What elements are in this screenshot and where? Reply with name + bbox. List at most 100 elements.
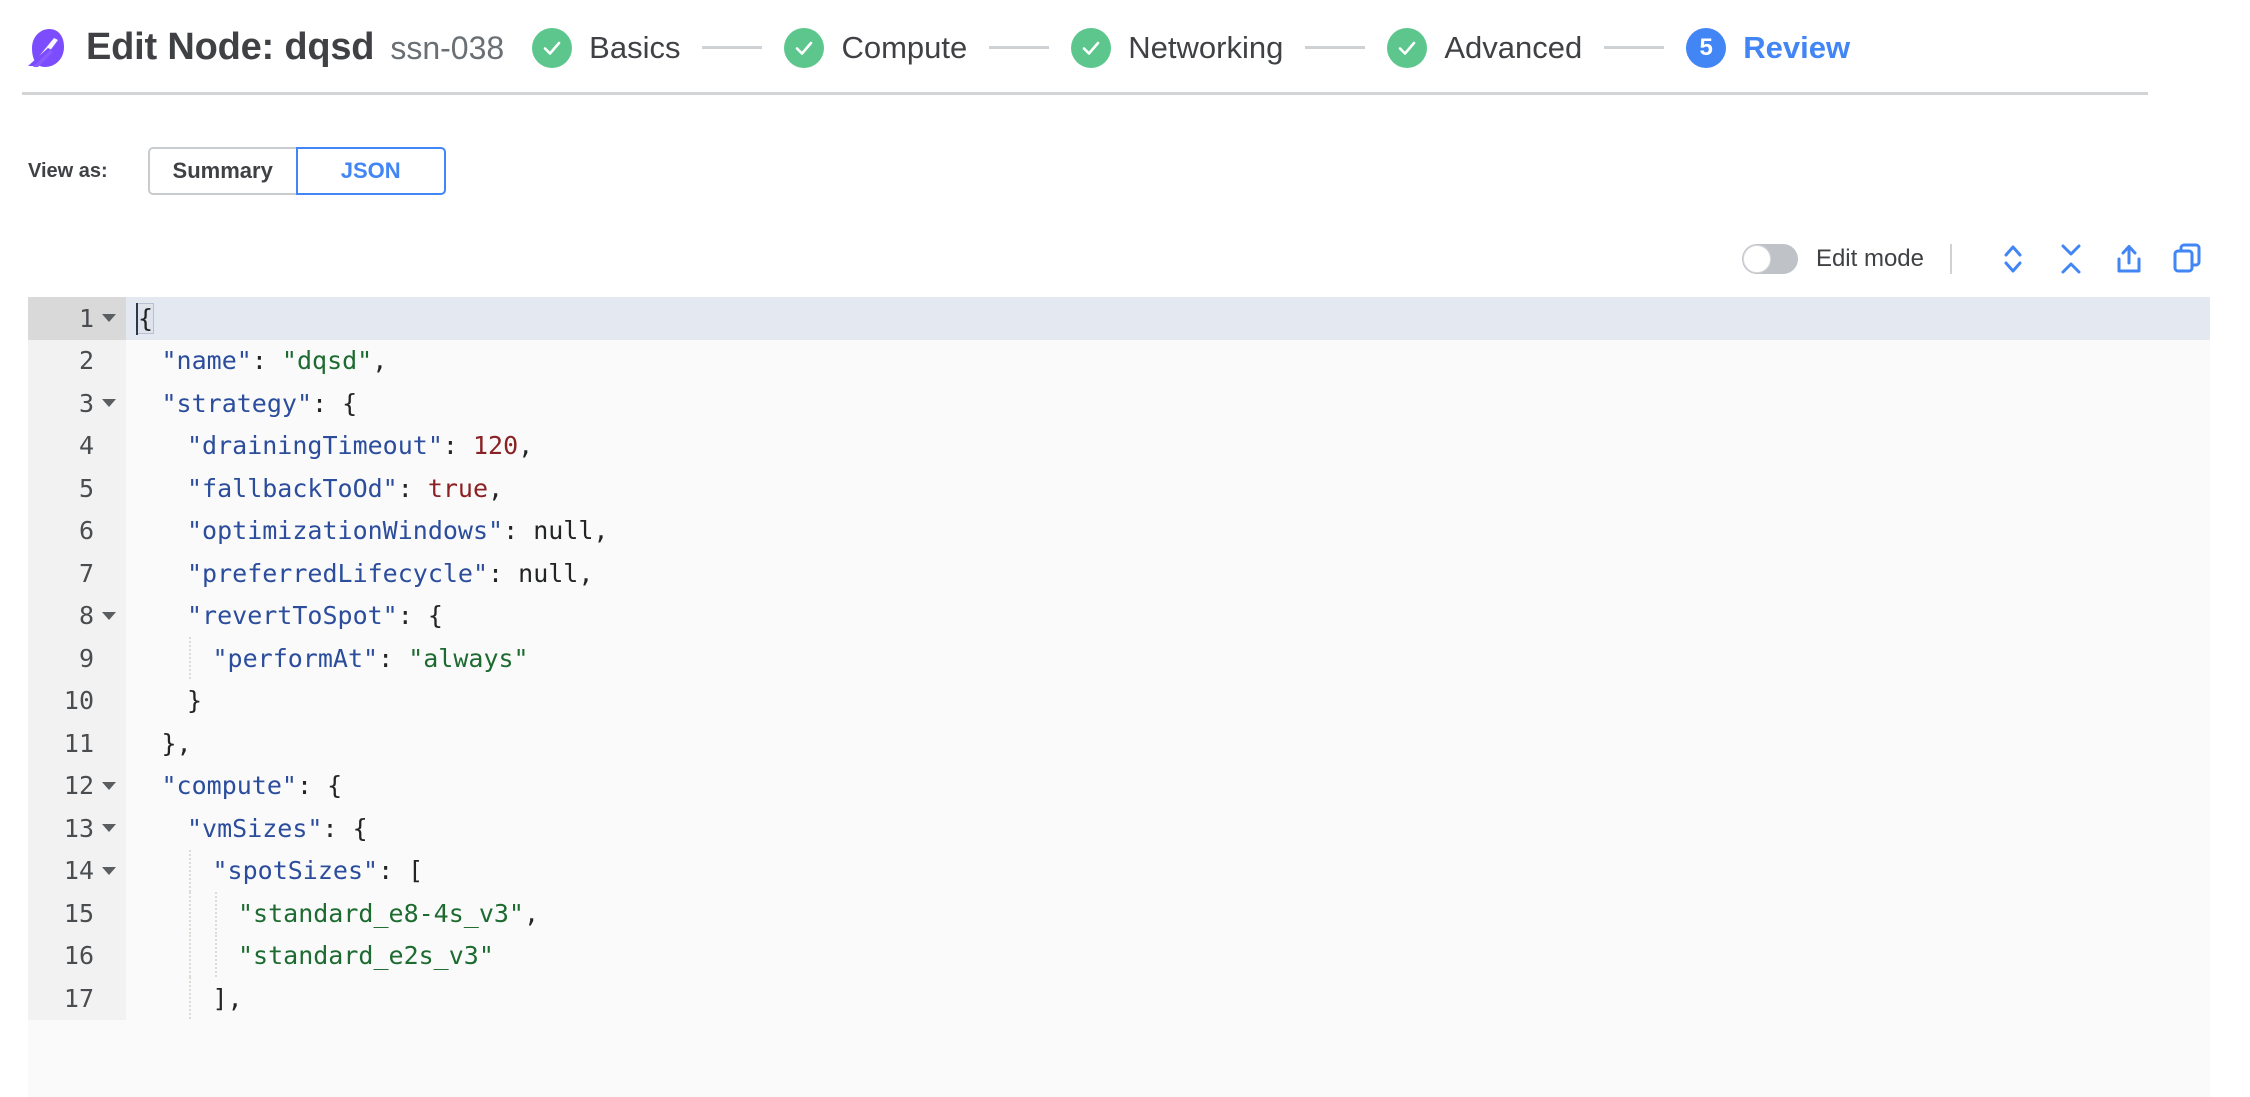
line-number: 4 <box>78 431 94 461</box>
view-as-segmented-control: Summary JSON <box>147 147 446 195</box>
code-text[interactable]: }, <box>126 722 2210 765</box>
code-line[interactable]: 1{ <box>28 297 2210 340</box>
code-token: null <box>533 516 594 546</box>
code-line[interactable]: 5"fallbackToOd": true, <box>28 467 2210 510</box>
code-token: "optimizationWindows" <box>187 516 504 546</box>
line-number: 11 <box>63 728 94 758</box>
code-line[interactable]: 15"standard_e8-4s_v3", <box>28 892 2210 935</box>
code-text[interactable]: } <box>126 680 2210 723</box>
line-number-gutter: 1 <box>28 297 126 340</box>
code-line[interactable]: 12"compute": { <box>28 764 2210 808</box>
code-text[interactable]: ], <box>126 977 2210 1020</box>
step-compute[interactable]: Compute <box>784 27 967 68</box>
code-line[interactable]: 7"preferredLifecycle": null, <box>28 552 2210 595</box>
line-number: 8 <box>78 601 94 631</box>
code-line[interactable]: 13"vmSizes": { <box>28 807 2210 850</box>
copy-icon[interactable] <box>2164 239 2210 279</box>
view-as-json-button[interactable]: JSON <box>295 147 446 195</box>
code-text[interactable]: "vmSizes": { <box>126 807 2210 850</box>
view-as-label: View as: <box>28 159 108 182</box>
code-token: "revertToSpot" <box>187 601 398 631</box>
code-line[interactable]: 9"performAt": "always" <box>28 637 2210 680</box>
code-text[interactable]: "standard_e2s_v3" <box>126 934 2210 978</box>
indent-unit <box>213 892 239 935</box>
edit-mode-toggle-knob <box>1742 245 1771 273</box>
indent-unit <box>187 637 213 680</box>
code-line[interactable]: 14 "spotSizes": [ <box>28 849 2210 893</box>
step-networking[interactable]: Networking <box>1071 27 1284 68</box>
code-line[interactable]: 6"optimizationWindows": null, <box>28 509 2210 553</box>
code-text[interactable]: { <box>126 297 2210 340</box>
code-token: { <box>136 302 155 334</box>
code-line[interactable]: 2 "name": "dqsd", <box>28 339 2210 383</box>
page-subtitle: ssn-038 <box>390 30 505 66</box>
code-token: : { <box>296 771 343 801</box>
code-token: : { <box>312 388 358 418</box>
step-compute-check-icon <box>784 27 825 68</box>
fold-toggle-icon[interactable] <box>98 399 120 408</box>
indent-unit <box>187 892 213 935</box>
indent-unit <box>136 382 162 424</box>
view-as-summary-button[interactable]: Summary <box>147 147 298 195</box>
fold-toggle-icon[interactable] <box>98 824 120 833</box>
code-text[interactable]: "compute": { <box>126 765 2210 808</box>
fold-toggle-icon[interactable] <box>98 611 120 620</box>
line-number-gutter: 12 <box>28 764 126 807</box>
code-token: "fallbackToOd" <box>187 473 398 503</box>
line-number-gutter: 3 <box>28 382 126 425</box>
code-text[interactable]: "drainingTimeout": 120, <box>126 425 2210 468</box>
code-line[interactable]: 17], <box>28 977 2210 1020</box>
step-networking-label: Networking <box>1128 29 1284 65</box>
share-export-icon[interactable] <box>2106 239 2152 279</box>
json-editor[interactable]: 1{2"name": "dqsd",3"strategy": {4"draini… <box>28 297 2210 1097</box>
code-line[interactable]: 8 "revertToSpot": { <box>28 594 2210 638</box>
code-line[interactable]: 3"strategy": { <box>28 382 2210 425</box>
edit-mode-label: Edit mode <box>1815 245 1924 272</box>
code-token: : <box>442 431 473 461</box>
code-text[interactable]: "optimizationWindows": null, <box>126 510 2210 553</box>
code-text[interactable]: "spotSizes": [ <box>126 849 2210 893</box>
line-number: 2 <box>78 346 94 376</box>
code-line[interactable]: 16"standard_e2s_v3" <box>28 934 2210 978</box>
step-review-number-badge: 5 <box>1686 27 1727 68</box>
line-number-gutter: 15 <box>28 892 126 935</box>
code-text[interactable]: "fallbackToOd": true, <box>126 467 2210 510</box>
expand-all-icon[interactable] <box>1990 239 2036 279</box>
code-text[interactable]: "standard_e8-4s_v3", <box>126 892 2210 935</box>
fold-toggle-icon[interactable] <box>98 781 120 790</box>
collapse-all-icon[interactable] <box>2048 239 2094 279</box>
code-token: "dqsd" <box>281 346 373 376</box>
indent-unit <box>136 680 162 722</box>
code-line[interactable]: 11}, <box>28 722 2210 765</box>
step-advanced[interactable]: Advanced <box>1387 27 1582 68</box>
line-number-gutter: 4 <box>28 424 126 467</box>
indent-unit <box>136 340 162 382</box>
page-header: Edit Node: dqsd ssn-038 Basics Compute N… <box>0 0 2250 95</box>
fold-toggle-icon[interactable] <box>98 314 120 323</box>
line-number-gutter: 16 <box>28 934 126 977</box>
code-line[interactable]: 4 "drainingTimeout": 120, <box>28 424 2210 468</box>
edit-mode-toggle[interactable] <box>1741 244 1798 274</box>
indent-unit <box>136 892 162 934</box>
indent-unit <box>136 722 162 764</box>
code-text[interactable]: "strategy": { <box>126 382 2210 425</box>
code-token: , <box>593 516 609 546</box>
code-line[interactable]: 10} <box>28 679 2210 723</box>
step-review-label: Review <box>1743 29 1851 65</box>
code-text[interactable]: "revertToSpot": { <box>126 595 2210 638</box>
indent-unit <box>136 850 162 892</box>
code-text[interactable]: "preferredLifecycle": null, <box>126 552 2210 595</box>
line-number-gutter: 5 <box>28 467 126 510</box>
code-text[interactable]: "performAt": "always" <box>126 637 2210 680</box>
step-basics[interactable]: Basics <box>532 27 680 68</box>
code-token: "performAt" <box>212 643 379 673</box>
step-review[interactable]: 5 Review <box>1686 27 1851 68</box>
fold-toggle-icon[interactable] <box>98 866 120 875</box>
step-connector <box>1305 46 1366 49</box>
line-number-gutter: 17 <box>28 977 126 1020</box>
code-token: , <box>488 473 504 503</box>
code-text[interactable]: "name": "dqsd", <box>126 340 2210 383</box>
code-token: : [ <box>378 856 424 886</box>
line-number-gutter: 13 <box>28 807 126 850</box>
line-number: 14 <box>63 856 94 886</box>
